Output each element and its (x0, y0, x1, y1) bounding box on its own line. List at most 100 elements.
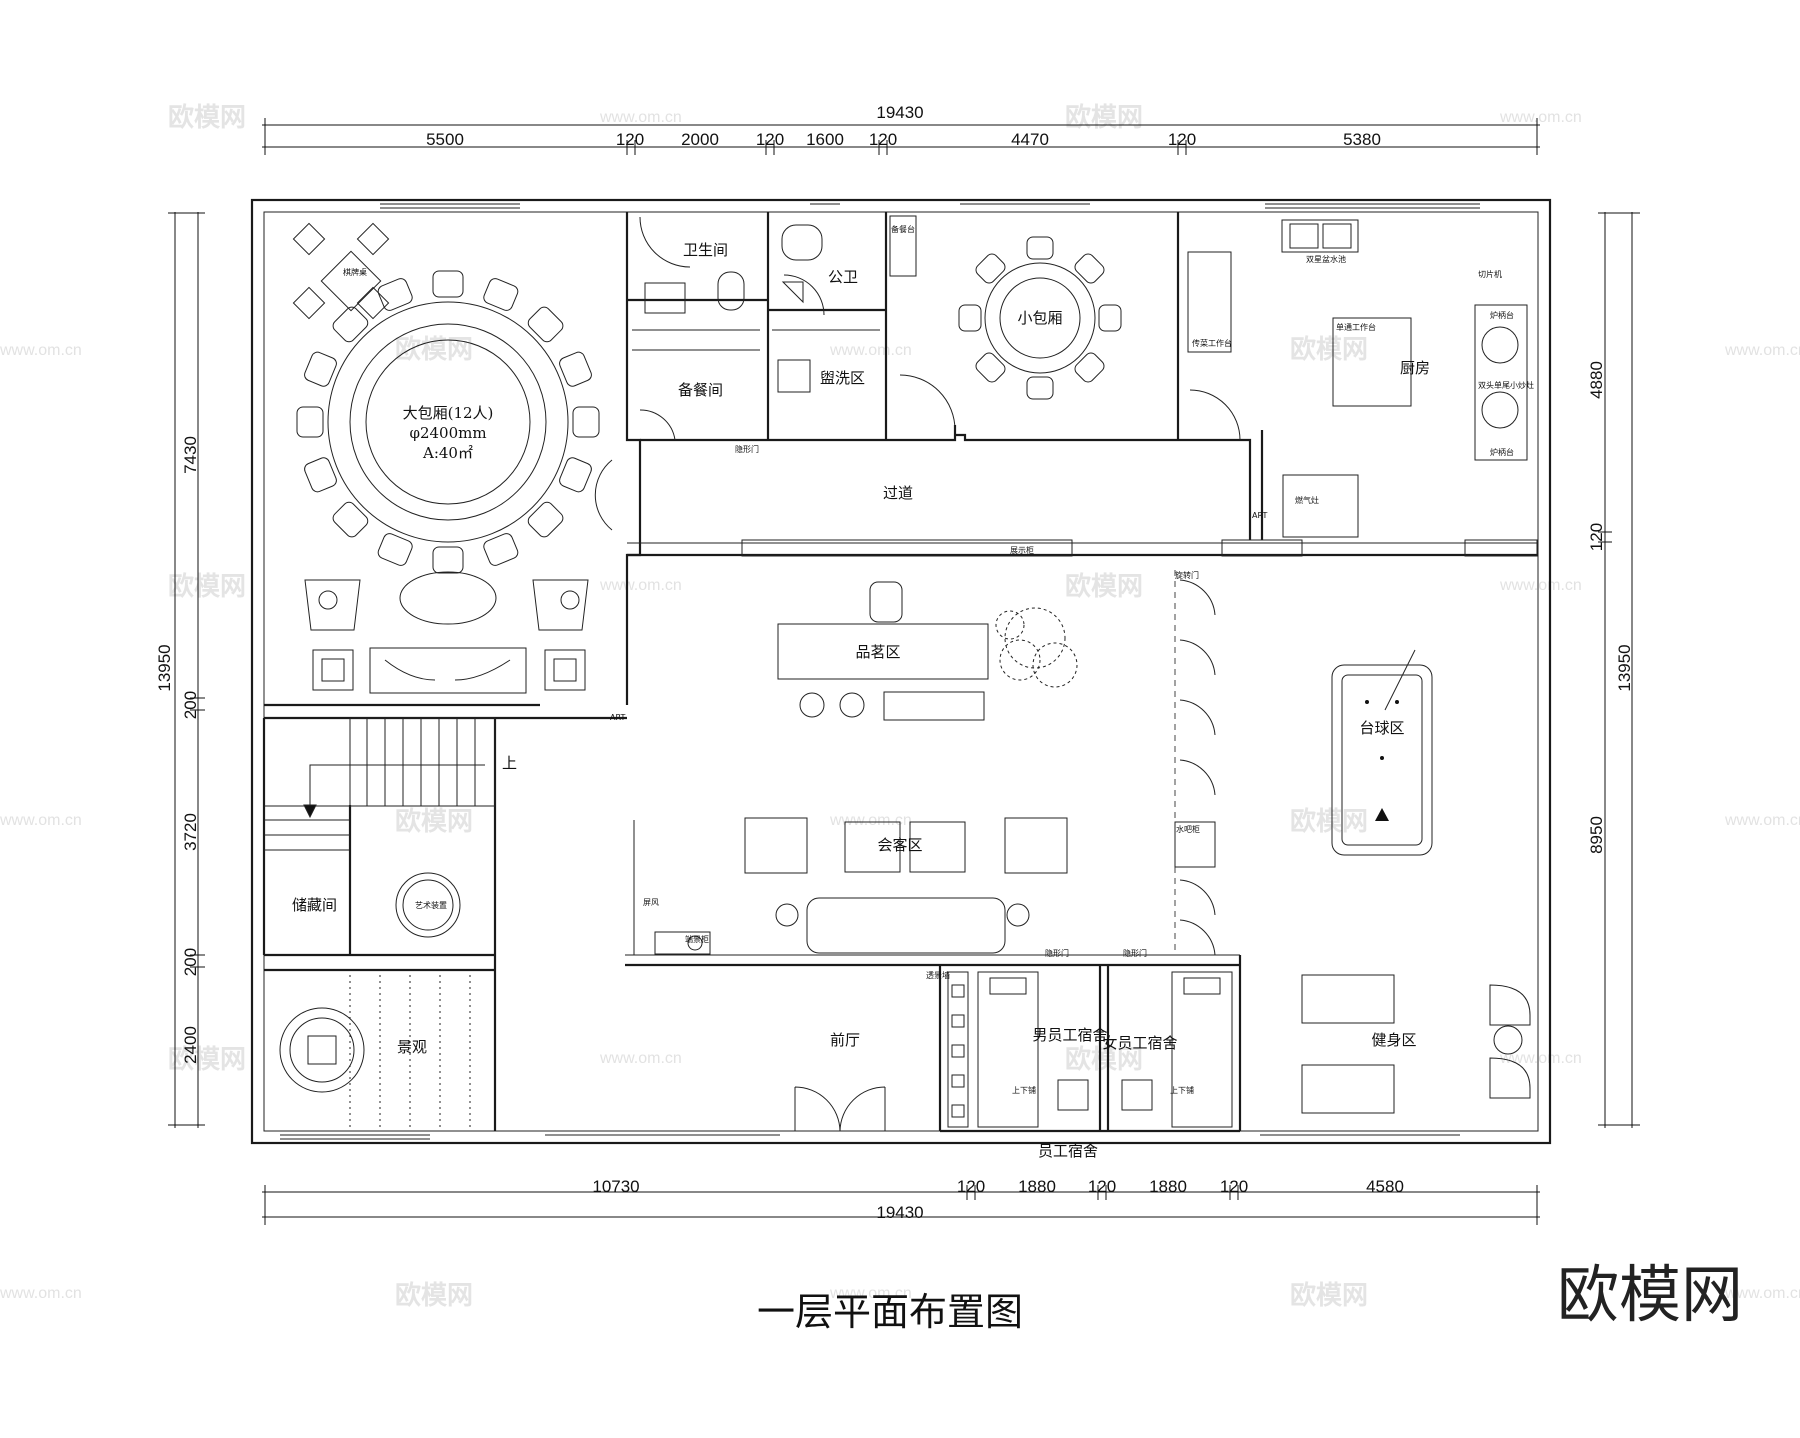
watermark-url: www.om.cn (1499, 109, 1582, 126)
washing-label: 盥洗区 (820, 369, 865, 387)
plant-icon (995, 607, 1078, 688)
tea-area: 品茗区 (777, 581, 1078, 721)
watermark-logo: 欧模网 (395, 1280, 473, 1311)
public-wc-label: 公卫 (828, 268, 858, 286)
small-private-label: 小包厢 (1017, 309, 1062, 327)
round-table-12: 大包厢(12人) φ2400mm A:40㎡ (296, 270, 600, 574)
dim-top-seg: 120 (616, 130, 644, 149)
bunk2-label: 上下铺 (1170, 1085, 1194, 1095)
chair-icon (527, 306, 564, 343)
big-private-room: 棋牌桌 大包厢(12人) φ2400mm A:40㎡ (292, 222, 600, 694)
chair-icon (483, 533, 519, 566)
big-private-area: A:40㎡ (422, 444, 473, 462)
watermark-url: www.om.cn (0, 342, 82, 359)
stove-label: 炉柄台 (1490, 310, 1514, 320)
wok-label: 双头单尾小炒灶 (1478, 380, 1534, 390)
dim-bottom-seg: 120 (1220, 1177, 1248, 1196)
watermark-url: www.om.cn (0, 812, 82, 829)
chair-icon (1074, 253, 1105, 284)
watermark-logo: 欧模网 (1065, 102, 1143, 133)
landscape-label: 景观 (397, 1038, 427, 1056)
landscape-area (279, 975, 471, 1130)
chair-icon (572, 406, 600, 438)
watermark-url: www.om.cn (1724, 342, 1800, 359)
screen-label: 屏风 (643, 898, 659, 907)
dim-right-seg: 120 (1587, 523, 1606, 551)
staff-dorm-label: 员工宿舍 (1038, 1142, 1098, 1160)
chair-icon (304, 351, 337, 387)
watermark-logo: 欧模网 (1290, 1280, 1368, 1311)
lobby-label: 前厅 (830, 1031, 860, 1049)
revolving-door-label: 旋转门 (1175, 570, 1199, 580)
billiards-label: 台球区 (1359, 719, 1404, 737)
chess-table-label: 棋牌桌 (343, 267, 367, 277)
chair-icon (1026, 236, 1054, 260)
watermark-logo: 欧模网 (168, 102, 246, 133)
watermark-url: www.om.cn (1499, 1050, 1582, 1067)
serving-station-label: 备餐台 (891, 224, 915, 234)
dim-top-seg: 120 (869, 130, 897, 149)
bunk1-label: 上下铺 (1012, 1085, 1036, 1095)
chair-icon (377, 533, 413, 566)
big-private-label: 大包厢(12人) (403, 404, 494, 422)
chair-icon (958, 304, 982, 332)
dimension-top: 19430 5500 120 2000 120 1600 120 4470 12… (262, 103, 1540, 155)
gas-label: 燃气灶 (1295, 495, 1319, 505)
art-decor (395, 872, 461, 938)
big-private-dia: φ2400mm (409, 424, 486, 442)
reception-area (633, 817, 1068, 955)
dimension-right: 4880 120 8950 13950 (1587, 212, 1640, 1128)
water-bar-label: 水吧柜 (1176, 824, 1200, 834)
stove2-label: 炉柄台 (1490, 447, 1514, 457)
dim-left-seg: 3720 (181, 813, 200, 851)
tea-label: 品茗区 (855, 643, 900, 661)
watermark-logo: 欧模网 (395, 334, 473, 365)
dimension-left: 13950 7430 200 3720 200 2400 (155, 212, 205, 1128)
dim-top-seg: 4470 (1011, 130, 1049, 149)
dim-right-total: 13950 (1615, 644, 1634, 691)
watermark-logo: 欧模网 (1290, 806, 1368, 837)
chair-icon (975, 352, 1006, 383)
chair-icon (296, 406, 324, 438)
chair-icon (304, 457, 337, 493)
chair-icon (332, 501, 369, 538)
chair-icon (559, 457, 592, 493)
gym-area (1301, 974, 1531, 1114)
watermark-url: www.om.cn (1724, 812, 1800, 829)
double-sink-label: 双星盆水池 (1306, 254, 1346, 264)
chair-icon (1026, 376, 1054, 400)
dim-right-seg: 8950 (1587, 816, 1606, 854)
male-dorm-label: 男员工宿舍 (1032, 1026, 1107, 1044)
art-decor-label: 艺术装置 (415, 900, 447, 910)
kitchen-label: 厨房 (1400, 359, 1430, 377)
dim-top-seg: 5380 (1343, 130, 1381, 149)
wc-area: 卫生间 公卫 备餐间 盥洗区 备餐台 隐形门 (644, 215, 917, 454)
reception-label: 会客区 (877, 836, 922, 854)
page-title: 一层平面布置图 (757, 1290, 1023, 1334)
watermark-logo: 欧模网 (395, 806, 473, 837)
prep-table-label: 传菜工作台 (1192, 338, 1232, 348)
display-cabinet-label: 展示柜 (1010, 545, 1034, 555)
chair-icon (1098, 304, 1122, 332)
chair-icon (332, 306, 369, 343)
hidden-door2-label: 隐形门 (1045, 948, 1069, 958)
landscape-cabinet-label: 端景柜 (685, 934, 709, 944)
hidden-door3-label: 隐形门 (1123, 948, 1147, 958)
dim-bottom-seg: 1880 (1018, 1177, 1056, 1196)
dim-top-seg: 120 (1168, 130, 1196, 149)
shoe-cabinet-label: 透景墙 (926, 970, 950, 980)
art-label: ART (1252, 511, 1267, 520)
watermark-logo: 欧模网 (168, 571, 246, 602)
dim-bottom-seg: 4580 (1366, 1177, 1404, 1196)
interior-walls (262, 212, 1538, 1133)
chair-icon (559, 351, 592, 387)
dim-left-seg: 200 (181, 948, 200, 976)
chair-icon (1074, 352, 1105, 383)
watermark-url: www.om.cn (829, 342, 912, 359)
doors (594, 216, 1241, 1132)
watermark-logo: 欧模网 (1065, 571, 1143, 602)
watermark-url: www.om.cn (829, 812, 912, 829)
corridor-label: 过道 (883, 484, 913, 502)
dim-top-seg: 2000 (681, 130, 719, 149)
watermark-url: www.om.cn (599, 109, 682, 126)
